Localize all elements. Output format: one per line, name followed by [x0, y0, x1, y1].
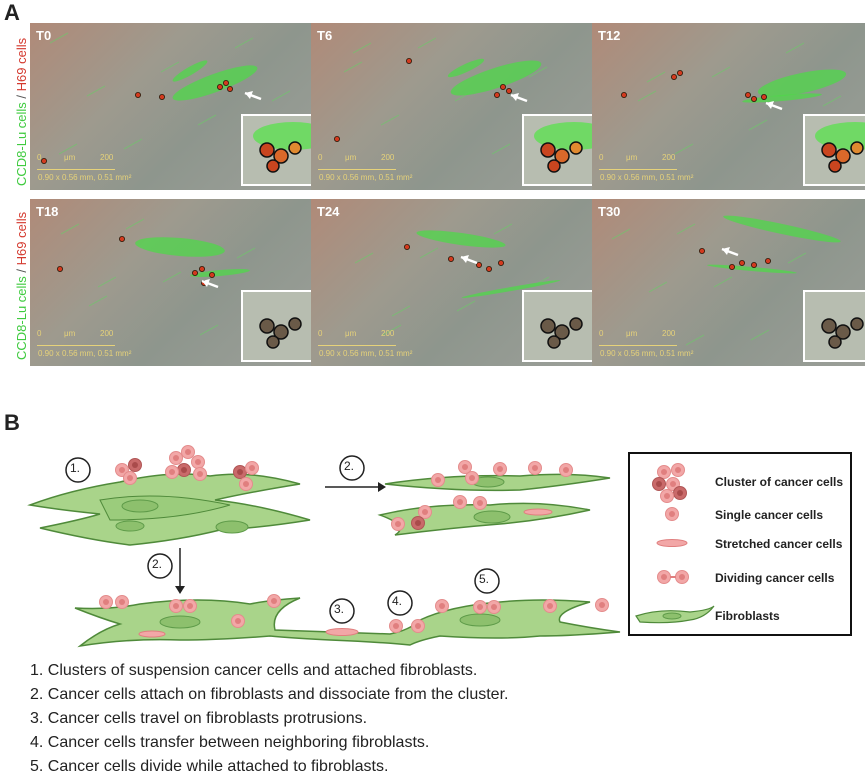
step-1: 1. Clusters of suspension cancer cells a… [30, 662, 478, 679]
field-dimensions: 0.90 x 0.56 mm, 0.51 mm² [38, 173, 132, 182]
scale-bar [37, 337, 115, 346]
micrograph-content [40, 32, 291, 164]
scale-right: 200 [100, 329, 114, 338]
scale-bar [318, 161, 396, 170]
scale-right: 200 [100, 153, 114, 162]
scale-unit: μm [345, 153, 357, 162]
zoom-inset [522, 114, 598, 186]
micrograph-t0: T0 0 μm 200 0.90 x 0.56 mm, 0.51 mm² [30, 23, 321, 190]
timepoint-label: T30 [598, 204, 621, 219]
circle-1: 1. [70, 461, 81, 475]
circle-4: 4. [392, 594, 403, 608]
scale-bar [37, 161, 115, 170]
timepoint-label: T24 [317, 204, 340, 219]
scale-left: 0 [318, 153, 323, 162]
scale-unit: μm [64, 153, 76, 162]
legend-single: Single cancer cells [715, 508, 824, 522]
panel-a-letter: A [4, 0, 20, 25]
field-dimensions: 0.90 x 0.56 mm, 0.51 mm² [38, 349, 132, 358]
scale-left: 0 [599, 329, 604, 338]
step-2: 2. Cancer cells attach on fibroblasts an… [30, 686, 509, 703]
scale-bar [599, 161, 677, 170]
micrograph-t24: T24 0 μm 200 0.90 x 0.56 mm, 0.51 mm² [311, 199, 602, 366]
zoom-inset [241, 290, 317, 362]
timepoint-label: T6 [317, 28, 333, 43]
scale-unit: μm [64, 329, 76, 338]
legend-stretched: Stretched cancer cells [715, 537, 843, 551]
field-dimensions: 0.90 x 0.56 mm, 0.51 mm² [319, 349, 413, 358]
legend-fibroblasts: Fibroblasts [715, 609, 780, 623]
stage2-fibroblasts [377, 460, 611, 536]
step-4: 4. Cancer cells transfer between neighbo… [30, 734, 430, 751]
zoom-inset [803, 114, 865, 186]
circle-3: 3. [334, 602, 345, 616]
scale-bar [599, 337, 677, 346]
step-3: 3. Cancer cells travel on fibroblasts pr… [30, 710, 368, 727]
circle-2a: 2. [344, 459, 355, 473]
zoom-inset [241, 114, 317, 186]
micrograph-t18: T18 0 μm 200 0.90 x 0.56 mm, 0.51 mm² [30, 199, 321, 366]
scale-left: 0 [599, 153, 604, 162]
timepoint-label: T12 [598, 28, 621, 43]
micrograph-content [620, 42, 865, 160]
scale-right: 200 [662, 153, 676, 162]
zoom-inset [803, 290, 865, 362]
micrograph-content [354, 223, 587, 341]
stage-bottom-fibroblasts [74, 594, 621, 648]
field-dimensions: 0.90 x 0.56 mm, 0.51 mm² [600, 173, 694, 182]
legend-box [628, 452, 852, 636]
stage1-fibroblasts [27, 473, 311, 546]
micrograph-t12: T12 0 μm 200 0.90 x 0.56 mm, 0.51 mm² [592, 23, 865, 190]
scale-unit: μm [626, 153, 638, 162]
zoom-inset [522, 290, 598, 362]
timepoint-label: T0 [36, 28, 52, 43]
scale-left: 0 [318, 329, 323, 338]
legend-dividing: Dividing cancer cells [715, 571, 835, 585]
field-dimensions: 0.90 x 0.56 mm, 0.51 mm² [319, 173, 413, 182]
legend-icons [635, 463, 715, 624]
scale-left: 0 [37, 329, 42, 338]
micrograph-t30: T30 0 μm 200 0.90 x 0.56 mm, 0.51 mm² [592, 199, 865, 366]
step-5: 5. Cancer cells divide while attached to… [30, 758, 389, 775]
scale-right: 200 [381, 329, 395, 338]
scale-unit: μm [345, 329, 357, 338]
micrograph-t6: T6 0 μm 200 0.90 x 0.56 mm, 0.51 mm² [311, 23, 602, 190]
field-dimensions: 0.90 x 0.56 mm, 0.51 mm² [600, 349, 694, 358]
scale-right: 200 [662, 329, 676, 338]
circle-5: 5. [479, 572, 490, 586]
circle-2b: 2. [152, 557, 163, 571]
scale-left: 0 [37, 153, 42, 162]
timepoint-label: T18 [36, 204, 59, 219]
micrograph-content [333, 37, 585, 155]
legend-cluster: Cluster of cancer cells [715, 475, 844, 489]
micrograph-content [611, 215, 844, 346]
scale-right: 200 [381, 153, 395, 162]
panel-b-letter: B [4, 410, 20, 435]
scale-unit: μm [626, 329, 638, 338]
scale-bar [318, 337, 396, 346]
